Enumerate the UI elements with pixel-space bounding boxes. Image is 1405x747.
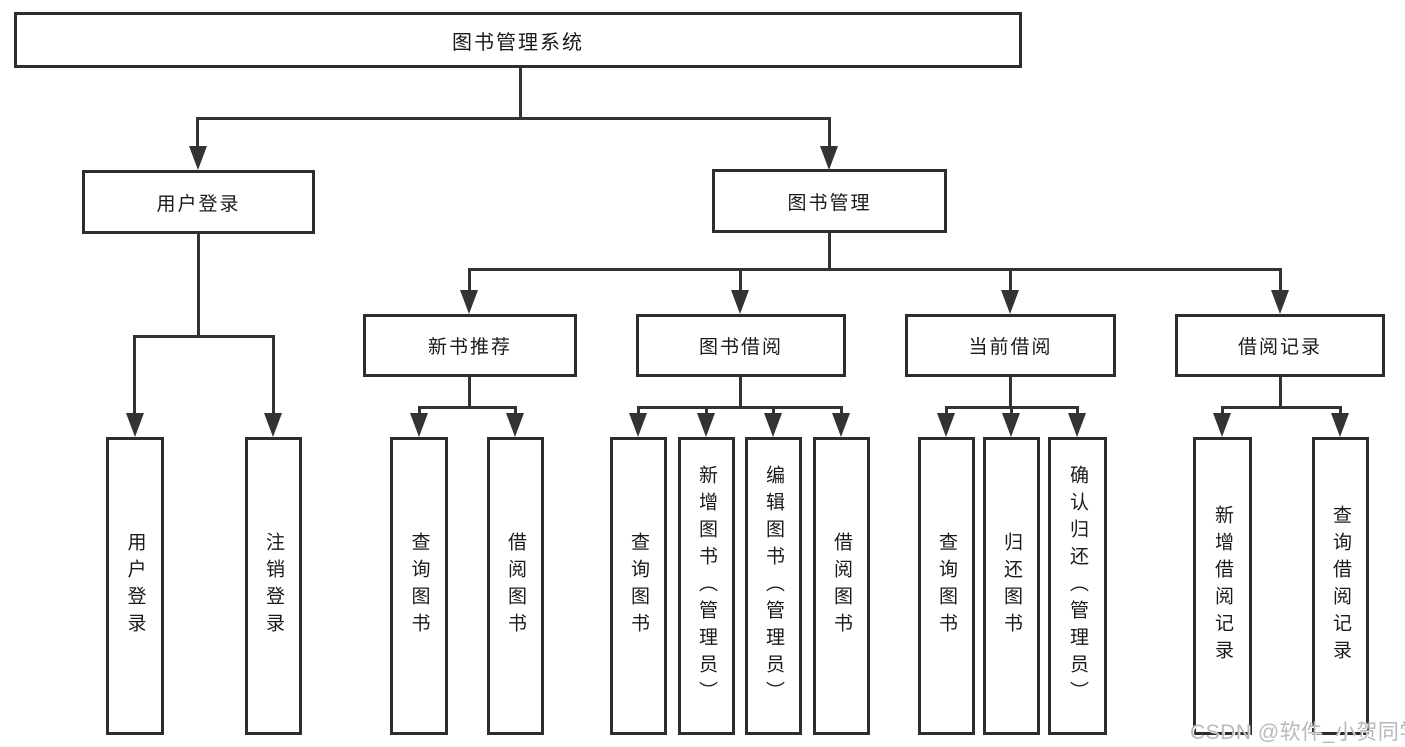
leaf-query-books: 查询图书 (610, 437, 667, 735)
connector-stem-book-mgmt (828, 117, 831, 148)
connector-stem (739, 377, 742, 408)
csdn-watermark: CSDN @软件_小贺同学 (1190, 721, 1405, 744)
connector-stem-leaf (272, 335, 275, 415)
leaf-query-borrow-record: 查询借阅记录 (1312, 437, 1369, 735)
arrow-down-icon (1002, 413, 1020, 437)
leaf-borrow-books: 借阅图书 (813, 437, 870, 735)
arrow-down-icon (1213, 413, 1231, 437)
leaf-logout: 注销登录 (245, 437, 302, 735)
connector-stem (1279, 377, 1282, 408)
node-current-borrow: 当前借阅 (905, 314, 1116, 377)
arrow-down-icon (126, 413, 144, 437)
arrow-down-icon (1331, 413, 1349, 437)
arrow-down-icon (731, 290, 749, 314)
connector-stem-leaf (840, 406, 843, 416)
connector-stem-user-login (196, 117, 199, 148)
node-root-library-system: 图书管理系统 (14, 12, 1022, 68)
leaf-label: 查询图书 (936, 532, 957, 640)
arrow-down-icon (832, 413, 850, 437)
connector-root-stem (519, 68, 522, 119)
node-label: 图书管理 (787, 192, 872, 214)
node-user-login: 用户登录 (82, 170, 315, 234)
node-label: 新书推荐 (427, 337, 512, 358)
leaf-add-borrow-record: 新增借阅记录 (1193, 437, 1252, 735)
leaf-add-book-admin: 新增图书（管理员） (678, 437, 735, 735)
leaf-label: 编辑图书（管理员） (763, 464, 784, 708)
connector-stem-leaf (945, 406, 948, 416)
arrow-down-icon (937, 413, 955, 437)
connector-stem (468, 377, 471, 408)
arrow-down-icon (764, 413, 782, 437)
arrow-down-icon (460, 290, 478, 314)
arrow-down-icon (820, 146, 838, 170)
arrow-down-icon (506, 413, 524, 437)
arrow-down-icon (1001, 290, 1019, 314)
leaf-label: 借阅图书 (831, 532, 852, 640)
node-label: 图书管理系统 (452, 31, 584, 54)
leaf-label: 查询借阅记录 (1330, 505, 1351, 667)
leaf-return-book: 归还图书 (983, 437, 1040, 735)
leaf-label: 查询图书 (628, 532, 649, 640)
leaf-query-books: 查询图书 (918, 437, 975, 735)
connector-stem-level3 (1279, 268, 1282, 292)
connector-stem-leaf (1076, 406, 1079, 416)
leaf-label: 确认归还（管理员） (1067, 464, 1088, 708)
arrow-down-icon (629, 413, 647, 437)
node-label: 图书借阅 (698, 337, 783, 358)
leaf-label: 注销登录 (263, 532, 284, 640)
connector-level3-hline (468, 268, 1282, 271)
arrow-down-icon (410, 413, 428, 437)
node-label: 用户登录 (156, 193, 241, 215)
connector-stem-leaf (133, 335, 136, 415)
connector-book-mgmt-stem (828, 233, 831, 270)
leaf-user-login: 用户登录 (106, 437, 164, 735)
connector-hline (418, 406, 517, 409)
connector-user-login-hline (133, 335, 274, 338)
arrow-down-icon (189, 146, 207, 170)
node-label: 当前借阅 (968, 337, 1053, 358)
arrow-down-icon (1271, 290, 1289, 314)
arrow-down-icon (697, 413, 715, 437)
connector-stem-level3 (739, 268, 742, 292)
leaf-label: 用户登录 (124, 532, 146, 640)
node-book-management: 图书管理 (712, 169, 947, 233)
leaf-label: 归还图书 (1001, 532, 1022, 640)
node-label: 借阅记录 (1237, 337, 1322, 358)
connector-stem-leaf (514, 406, 517, 416)
leaf-label: 查询图书 (408, 532, 430, 640)
node-new-book-recommend: 新书推荐 (363, 314, 577, 377)
connector-stem (1009, 377, 1012, 408)
leaf-label: 借阅图书 (505, 532, 526, 640)
connector-stem-leaf (637, 406, 640, 416)
node-book-borrow: 图书借阅 (636, 314, 846, 377)
connector-user-login-stem (197, 233, 200, 336)
connector-level2-hline (196, 117, 831, 120)
leaf-borrow-books: 借阅图书 (487, 437, 544, 735)
leaf-confirm-return-admin: 确认归还（管理员） (1048, 437, 1107, 735)
arrow-down-icon (1068, 413, 1086, 437)
connector-stem-leaf (772, 406, 775, 416)
node-borrow-records: 借阅记录 (1175, 314, 1385, 377)
connector-stem-level3 (1009, 268, 1012, 292)
connector-hline (1221, 406, 1341, 409)
leaf-edit-book-admin: 编辑图书（管理员） (745, 437, 802, 735)
connector-stem-leaf (1221, 406, 1224, 416)
connector-hline (637, 406, 842, 409)
connector-stem-leaf (1010, 406, 1013, 416)
connector-stem-leaf (705, 406, 708, 416)
connector-stem-leaf (418, 406, 421, 416)
connector-stem-level3 (468, 268, 471, 292)
leaf-label: 新增图书（管理员） (696, 464, 717, 708)
connector-stem-leaf (1339, 406, 1342, 416)
leaf-query-books: 查询图书 (390, 437, 448, 735)
arrow-down-icon (264, 413, 282, 437)
leaf-label: 新增借阅记录 (1212, 505, 1233, 667)
